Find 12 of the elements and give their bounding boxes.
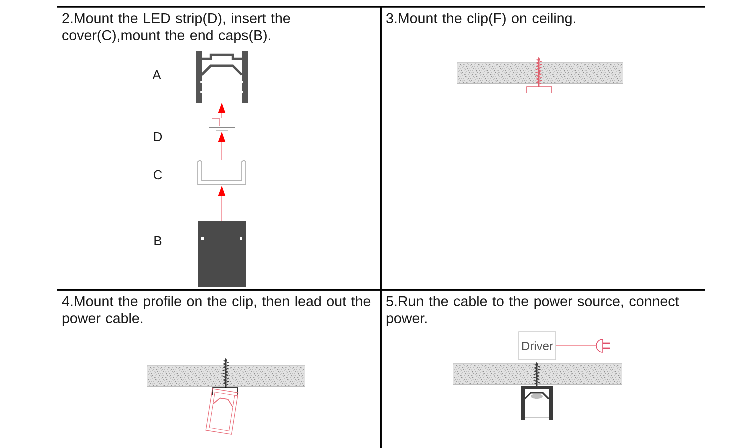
- part-letter: D: [154, 132, 162, 142]
- led-strip-drawing: [209, 118, 235, 132]
- cover-drawing: [198, 160, 246, 186]
- table-cell: 3.Mount the clip(F) on ceiling.: [380, 6, 705, 291]
- part-letter: C: [154, 170, 162, 180]
- driver-box: Driver: [518, 332, 556, 360]
- profile-drawing: [196, 51, 248, 103]
- plug-icon: [596, 339, 610, 353]
- part-letter: A: [152, 70, 162, 80]
- table-cell: 4.Mount the profile on the clip, then lead out the power cable.: [57, 289, 382, 448]
- end-cap-drawing: [198, 221, 246, 287]
- part-letter: B: [154, 236, 162, 246]
